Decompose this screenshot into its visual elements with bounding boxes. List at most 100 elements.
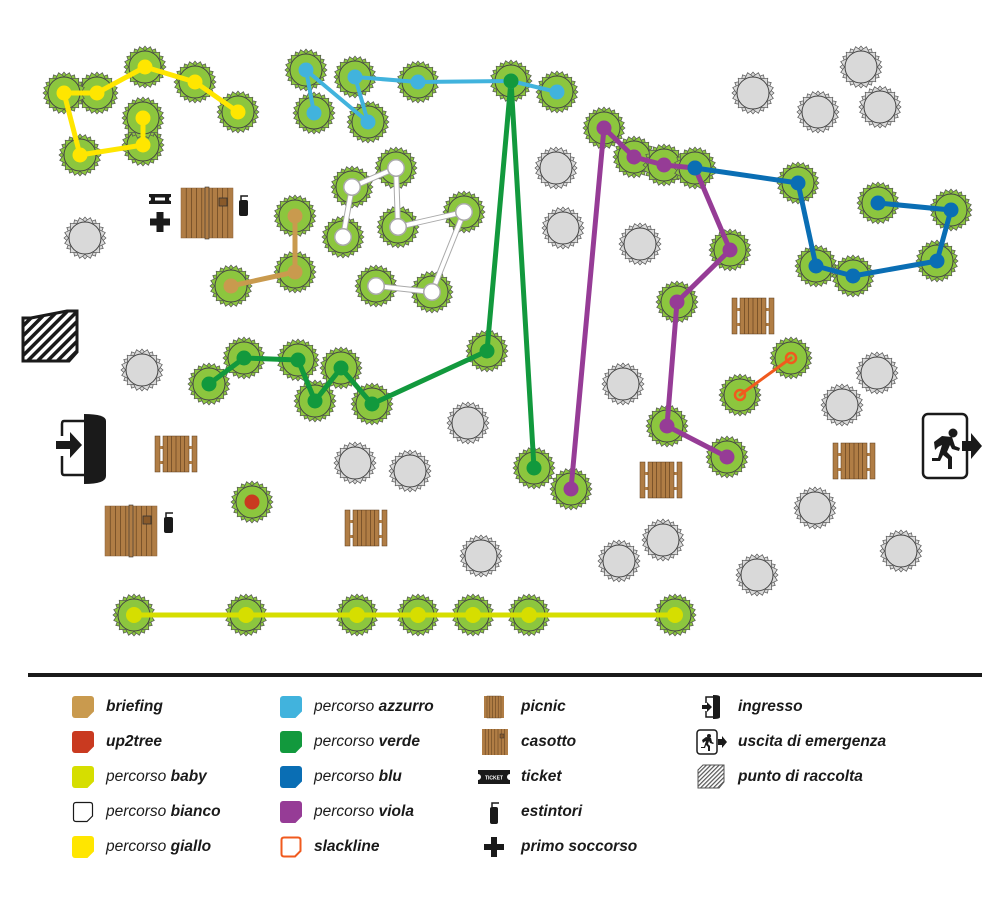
ticket-icon: [149, 194, 171, 204]
route-node-azzurro: [347, 69, 363, 85]
route-node-baby: [349, 607, 365, 623]
gray-tree: [735, 553, 779, 597]
route-tree: [121, 96, 165, 140]
legend-swatch-blu: [280, 766, 302, 788]
legend-label-name: slackline: [314, 838, 380, 855]
legend-label-prefix: percorso: [314, 733, 379, 750]
gray-tree: [796, 90, 840, 134]
hut-icon: [104, 504, 158, 558]
route-node-azzurro: [410, 74, 426, 90]
legend-swatch-baby: [72, 766, 94, 788]
fire-extinguisher-icon: [477, 800, 511, 824]
route-node-baby: [126, 607, 142, 623]
legend-label: percorso baby: [106, 768, 207, 786]
legend-label: estintori: [521, 803, 582, 821]
legend-label-name: blu: [378, 768, 402, 785]
route-node-verde: [236, 350, 252, 366]
route-node-bianco: [388, 160, 404, 176]
legend-label: picnic: [521, 698, 566, 716]
route-node-blu: [929, 253, 945, 269]
legend-item-ingresso: ingresso: [694, 695, 803, 719]
route-tree: [396, 60, 440, 104]
legend-divider: [28, 673, 982, 677]
legend-swatch-up2tree: [72, 731, 94, 753]
legend-label: percorso verde: [314, 733, 420, 751]
legend-item-bianco: percorso bianco: [72, 801, 221, 823]
route-node-viola: [659, 418, 675, 434]
legend-label: uscita di emergenza: [738, 733, 886, 751]
route-node-giallo: [230, 104, 246, 120]
legend-label: up2tree: [106, 733, 162, 751]
route-node-slackline: [733, 388, 747, 402]
route-node-briefing: [223, 278, 239, 294]
legend-label: percorso bianco: [106, 803, 221, 821]
hut-icon: [180, 186, 234, 240]
gray-tree: [459, 534, 503, 578]
emergency-exit-icon: [921, 412, 982, 480]
gray-tree: [63, 216, 107, 260]
legend-item-slackline: slackline: [280, 836, 380, 858]
route-node-baby: [465, 607, 481, 623]
route-node-giallo: [187, 74, 203, 90]
route-node-giallo: [135, 137, 151, 153]
legend-item-primo_soccorso: primo soccorso: [477, 836, 637, 858]
emergency-exit-icon: [694, 729, 728, 755]
assembly-point-icon: [694, 764, 728, 789]
route-node-verde: [333, 360, 349, 376]
picnic-table-icon: [731, 297, 775, 335]
legend-label-prefix: percorso: [314, 803, 379, 820]
first-aid-cross-icon: [150, 212, 170, 232]
route-node-giallo: [72, 147, 88, 163]
entrance-door-icon: [56, 414, 106, 484]
legend-swatch-azzurro: [280, 696, 302, 718]
fire-extinguisher-icon: [239, 195, 248, 216]
route-node-verde: [364, 396, 380, 412]
up2tree-node: [244, 494, 260, 510]
gray-tree: [597, 539, 641, 583]
route-node-blu: [870, 195, 886, 211]
legend-label-name: estintori: [521, 803, 583, 820]
legend-item-viola: percorso viola: [280, 801, 414, 823]
legend-item-up2tree: up2tree: [72, 731, 162, 753]
legend-label: punto di raccolta: [738, 768, 863, 786]
route-node-blu: [808, 258, 824, 274]
legend-label-name: briefing: [106, 698, 163, 715]
route-node-bianco: [390, 219, 406, 235]
route-node-briefing: [287, 264, 303, 280]
route-node-viola: [596, 120, 612, 136]
route-node-blu: [845, 268, 861, 284]
route-node-azzurro: [549, 84, 565, 100]
gray-tree: [618, 222, 662, 266]
ticket-icon-text: TICKET: [485, 776, 503, 782]
legend-label-name: viola: [378, 803, 414, 820]
legend-swatch-slackline: [280, 836, 302, 858]
routes-layer: [61, 64, 954, 618]
route-node-giallo: [56, 85, 72, 101]
gray-tree: [534, 146, 578, 190]
legend-label-name: primo soccorso: [521, 838, 638, 855]
route-node-blu: [943, 202, 959, 218]
legend-item-briefing: briefing: [72, 696, 163, 718]
legend-label-name: uscita di emergenza: [738, 733, 887, 750]
legend-label: percorso viola: [314, 803, 414, 821]
route-node-verde: [290, 352, 306, 368]
route-nodes-layer: [56, 59, 959, 623]
legend-label-name: verde: [378, 733, 420, 750]
legend-label: briefing: [106, 698, 163, 716]
route-node-viola: [563, 481, 579, 497]
route-node-viola: [669, 294, 685, 310]
legend-label-name: azzurro: [378, 698, 434, 715]
legend-label: percorso blu: [314, 768, 402, 786]
picnic-table-icon: [477, 695, 511, 719]
route-node-slackline: [784, 351, 798, 365]
legend-label: ingresso: [738, 698, 803, 716]
assembly-point-icon: [21, 309, 79, 363]
legend-item-estintori: estintori: [477, 800, 582, 824]
legend-swatch-verde: [280, 731, 302, 753]
legend-label-name: baby: [170, 768, 207, 785]
ticket-icon: TICKET: [477, 765, 511, 789]
legend-label: ticket: [521, 768, 562, 786]
first-aid-cross-icon: [477, 835, 511, 859]
legend-swatch-bianco: [72, 801, 94, 823]
picnic-table-icon: [639, 461, 683, 499]
